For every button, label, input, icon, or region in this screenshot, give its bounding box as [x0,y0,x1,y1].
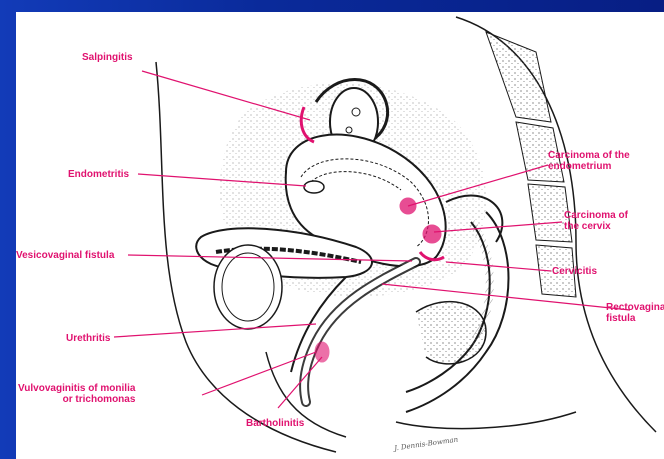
label-rectovaginal-line2: fistula [606,313,664,324]
label-vulvovaginitis-line1: Vulvovaginitis of monilia [18,383,135,394]
label-vesicovaginal-fistula: Vesicovaginal fistula [16,250,114,261]
label-carcinoma-endometrium-line2: endometrium [548,161,630,172]
label-rectovaginal-fistula: Rectovagina fistula [606,302,664,324]
label-carcinoma-endometrium: Carcinoma of the endometrium [548,150,630,172]
label-carcinoma-cervix-line1: Carcinoma of [564,210,628,221]
label-carcinoma-cervix-line2: the cervix [564,221,628,232]
label-vulvovaginitis: Vulvovaginitis of monilia or trichomonas [18,383,135,405]
label-bartholinitis: Bartholinitis [246,418,304,429]
label-salpingitis: Salpingitis [82,52,133,63]
label-rectovaginal-line1: Rectovagina [606,302,664,313]
label-cervicitis: Cervicitis [552,266,597,277]
label-carcinoma-endometrium-line1: Carcinoma of the [548,150,630,161]
label-urethritis: Urethritis [66,333,110,344]
label-vulvovaginitis-line2: or trichomonas [18,394,135,405]
label-carcinoma-cervix: Carcinoma of the cervix [564,210,628,232]
label-endometritis: Endometritis [68,169,129,180]
illustration-panel: Salpingitis Endometritis Vesicovaginal f… [16,12,664,459]
